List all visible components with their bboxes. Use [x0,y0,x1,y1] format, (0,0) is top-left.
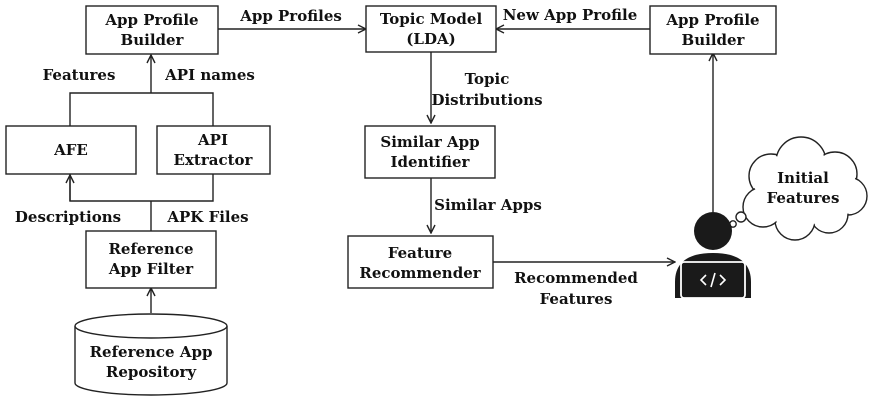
feature-recommender-box [347,235,494,289]
initial-features-cloud-label-line-1: Initial [777,169,829,187]
similar-app-identifier-label-line-2: Identifier [391,153,471,171]
api-names-edge-label-line-1: API names [164,66,255,84]
apk-files-edge-label-line-1: APK Files [166,208,248,226]
topic-distributions-edge-label-line-1: Topic [465,70,510,88]
topic-distributions-edge-label-line-2: Distributions [431,91,542,109]
afe-label: AFE [53,141,88,159]
thought-cloud [729,136,868,241]
topic-model-box [365,5,497,53]
code-brackets-icon [699,272,727,288]
api-extractor-box [156,125,271,175]
reference-app-repository-label-line-2: Repository [106,363,197,381]
topic-model-label: Topic Model (LDA) [380,10,483,48]
reference-app-repository-label-line-1: Reference App [90,343,213,361]
afe-label-line-1: AFE [53,141,88,159]
features-edge-label-line-1: Features [43,66,116,84]
developer-with-laptop-icon [675,212,751,299]
app-profiles-edge-label-line-1: App Profiles [239,7,342,25]
new-app-profile-edge-label-line-1: New App Profile [503,6,638,24]
app-profile-builder-right-box [649,5,777,55]
features-edge-label: Features [43,66,116,84]
connector-afe-api-merge [69,92,214,126]
app-profile-builder-left-label-line-1: App Profile [104,11,198,29]
recommended-features-edge-label-line-2: Features [540,290,613,308]
topic-model-label-line-1: Topic Model [380,10,483,28]
topic-model-label-line-2: (LDA) [406,30,455,48]
recommended-features-edge-label-line-1: Recommended [514,269,638,287]
apk-files-edge-label: APK Files [166,208,248,226]
reference-app-filter-label-line-1: Reference [108,240,193,258]
similar-apps-edge-label-line-1: Similar Apps [434,196,542,214]
api-extractor-label: API Extractor [174,131,254,169]
app-profile-builder-left-box [85,5,219,55]
initial-features-cloud-label-line-2: Features [767,189,840,207]
reference-app-repository-cylinder [74,313,228,396]
connector-filter-split [69,174,214,202]
new-app-profile-edge-label: New App Profile [503,6,638,24]
reference-app-filter-label-line-2: App Filter [108,260,194,278]
app-profile-builder-right-label-line-2: Builder [682,31,746,49]
afe-box [5,125,137,175]
feature-recommender-label-line-2: Recommender [359,264,481,282]
api-names-edge-label: API names [164,66,255,84]
descriptions-edge-label: Descriptions [15,208,121,226]
api-extractor-label-line-1: API [197,131,228,149]
feature-recommender-label-line-1: Feature [388,244,452,262]
similar-app-identifier-box [364,125,496,179]
similar-apps-edge-label: Similar Apps [434,196,542,214]
app-profile-builder-right-label-line-1: App Profile [665,11,759,29]
api-extractor-label-line-2: Extractor [174,151,254,169]
descriptions-edge-label-line-1: Descriptions [15,208,121,226]
app-profile-builder-left-label-line-2: Builder [121,31,185,49]
similar-app-identifier-label-line-1: Similar App [380,133,479,151]
reference-app-filter-box [85,230,217,289]
app-profiles-edge-label: App Profiles [239,7,342,25]
